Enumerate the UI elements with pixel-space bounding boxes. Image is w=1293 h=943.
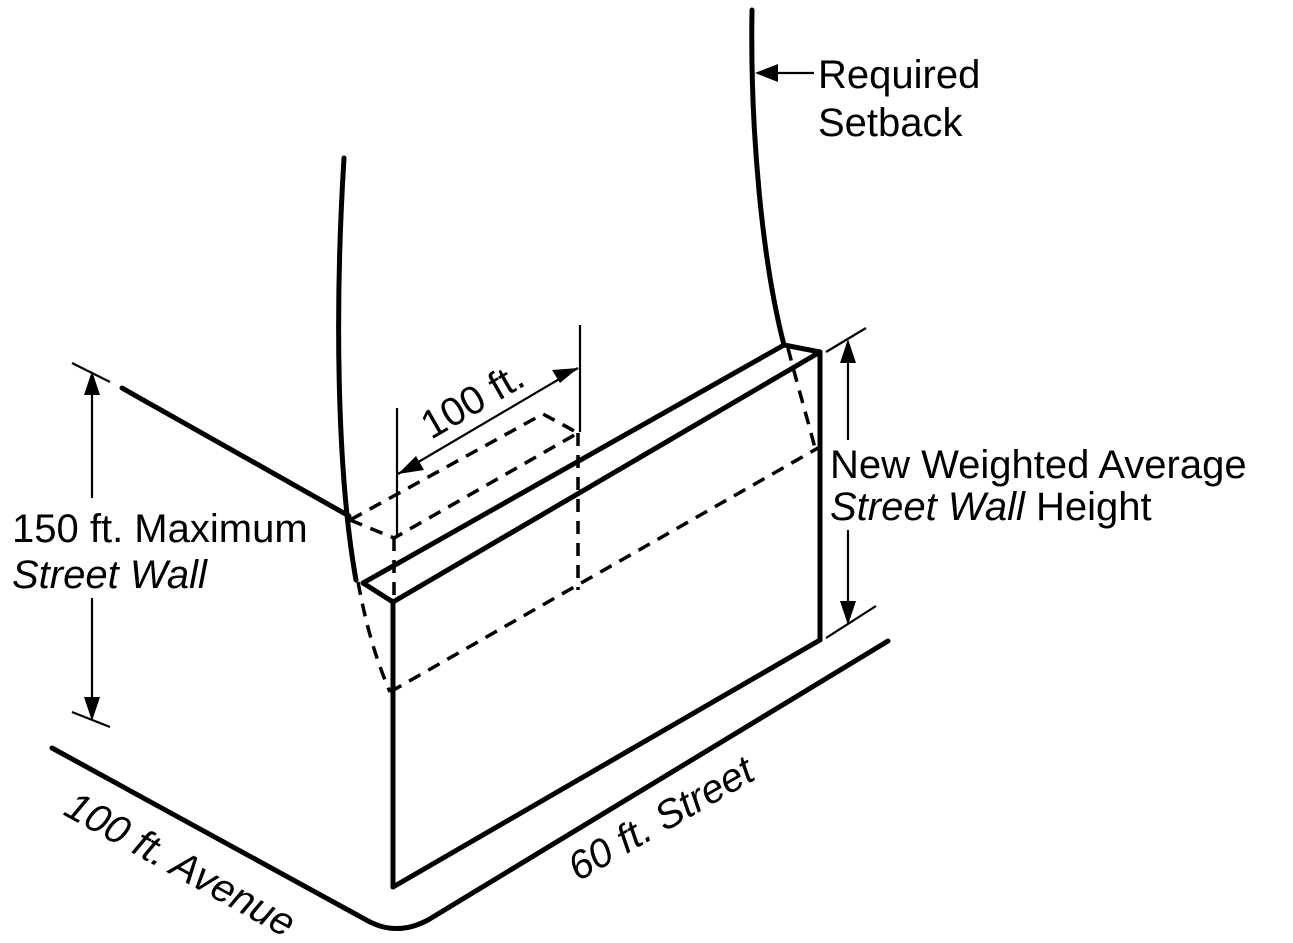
dimension-150ft xyxy=(71,362,111,729)
arrowhead-100ft-right xyxy=(552,368,578,383)
new-weighted-label-rest: Height xyxy=(1025,485,1152,529)
street-edges xyxy=(49,638,891,931)
ext-line-new-bottom xyxy=(825,605,877,639)
street-corner-curb xyxy=(49,638,891,931)
ext-line-new-top xyxy=(825,327,867,353)
new-weighted-label-line1: New Weighted Average xyxy=(830,443,1247,487)
arrowhead-150ft-top xyxy=(84,371,100,395)
setback-dashed-bottom xyxy=(389,446,819,694)
upper-left-wall-edge xyxy=(119,385,352,519)
dimension-new-height xyxy=(825,327,877,639)
new-weighted-label-italic: Street Wall xyxy=(830,485,1026,529)
arrowhead-100ft-left xyxy=(398,456,424,474)
required-setback-label-line1: Required xyxy=(818,53,980,97)
solid-building-outline xyxy=(119,7,823,890)
arrowhead-new-top xyxy=(840,339,856,363)
labels: Required Setback 100 ft. 150 ft. Maximum… xyxy=(12,53,1247,943)
arrowhead-setback xyxy=(755,64,778,82)
new-weighted-label-line2: Street Wall Height xyxy=(830,485,1152,529)
max-street-wall-label-line2: Street Wall xyxy=(12,553,208,597)
ext-line-150ft-top xyxy=(71,362,111,383)
base-front-bottom xyxy=(390,637,823,890)
arrowhead-new-bottom xyxy=(840,601,856,625)
arrowhead-150ft-bottom xyxy=(84,697,100,721)
dim-line-100ft xyxy=(397,367,579,475)
required-setback-label-line2: Setback xyxy=(818,101,964,145)
dimension-100ft xyxy=(395,325,582,537)
max-street-wall-label-line1: 150 ft. Maximum xyxy=(12,507,308,551)
right-tower-edge xyxy=(749,7,787,348)
dim-100ft-label: 100 ft. xyxy=(414,354,532,448)
ext-line-150ft-bottom xyxy=(71,710,111,729)
dashed-top-outline xyxy=(349,412,582,540)
setback-dashed-front-right xyxy=(786,347,817,449)
dashed-outline xyxy=(349,347,819,694)
setback-leader xyxy=(755,64,814,82)
left-tower-edge xyxy=(336,155,359,583)
